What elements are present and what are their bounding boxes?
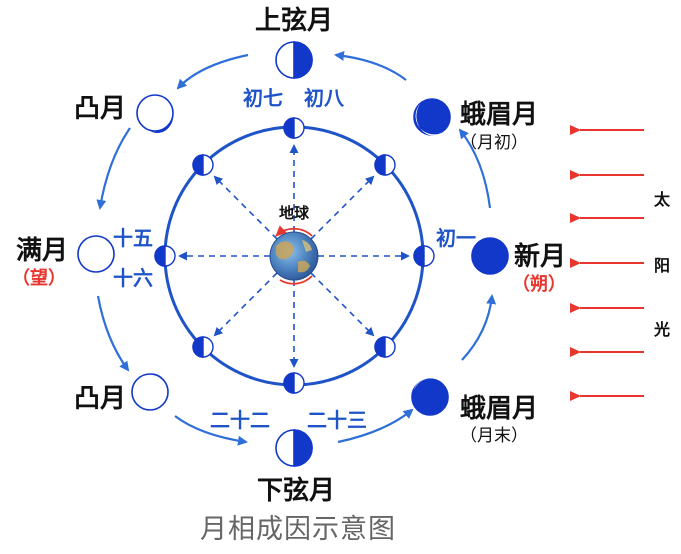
- moon-full: [77, 235, 115, 273]
- label-sun-1: 太: [654, 190, 671, 209]
- label-day-16: 十六: [113, 266, 153, 290]
- moon-last-quarter: [275, 429, 313, 467]
- label-waning-crescent: 蛾眉月: [460, 394, 539, 424]
- diagram-title: 月相成因示意图: [200, 514, 396, 545]
- label-gibbous-top: 凸月: [74, 94, 127, 124]
- moon-waxing-crescent: [413, 98, 451, 136]
- label-day-22: 二十二: [210, 408, 270, 432]
- inner-moon-top-right: [374, 154, 396, 176]
- label-new-moon: 新月: [514, 242, 567, 272]
- moon-gibbous-bottom: [131, 373, 169, 411]
- moon-first-quarter: [275, 41, 313, 79]
- sunlight-arrows: [570, 125, 644, 401]
- moon-gibbous-top: [136, 94, 174, 134]
- label-day-8: 初八: [304, 86, 344, 110]
- label-day-7: 初七: [243, 86, 283, 110]
- label-full-moon: 满月: [16, 236, 69, 266]
- label-new-moon-note: （朔）: [512, 274, 566, 295]
- label-day-23: 二十三: [307, 408, 367, 432]
- earth: [269, 225, 319, 285]
- label-earth: 地球: [279, 204, 310, 222]
- inner-moon-right: [413, 245, 435, 267]
- label-full-moon-note: （望）: [12, 268, 66, 289]
- sight-lines: [178, 144, 410, 368]
- label-gibbous-bottom: 凸月: [74, 384, 127, 414]
- label-day-15: 十五: [113, 226, 153, 250]
- label-first-quarter: 上弦月: [255, 6, 334, 36]
- inner-moon-top-left: [192, 154, 214, 176]
- label-sun-2: 阳: [654, 256, 671, 275]
- label-day-1: 初一: [436, 226, 476, 250]
- inner-moons: [154, 117, 435, 394]
- outer-moons: [77, 41, 509, 467]
- label-waxing-crescent: 蛾眉月: [460, 100, 539, 130]
- inner-moon-bottom: [283, 372, 305, 394]
- inner-moon-bottom-left: [192, 336, 214, 358]
- inner-moon-left: [154, 245, 176, 267]
- outer-orbit-arrows: [96, 50, 497, 446]
- label-waning-crescent-note: （月末）: [460, 426, 528, 446]
- moon-waning-crescent: [411, 377, 449, 416]
- inner-moon-top: [283, 117, 305, 139]
- inner-moon-bottom-right: [374, 336, 396, 358]
- moon-new: [471, 237, 509, 275]
- label-last-quarter: 下弦月: [257, 476, 336, 506]
- label-waxing-crescent-note: （月初）: [460, 133, 528, 153]
- label-sun-3: 光: [654, 320, 671, 339]
